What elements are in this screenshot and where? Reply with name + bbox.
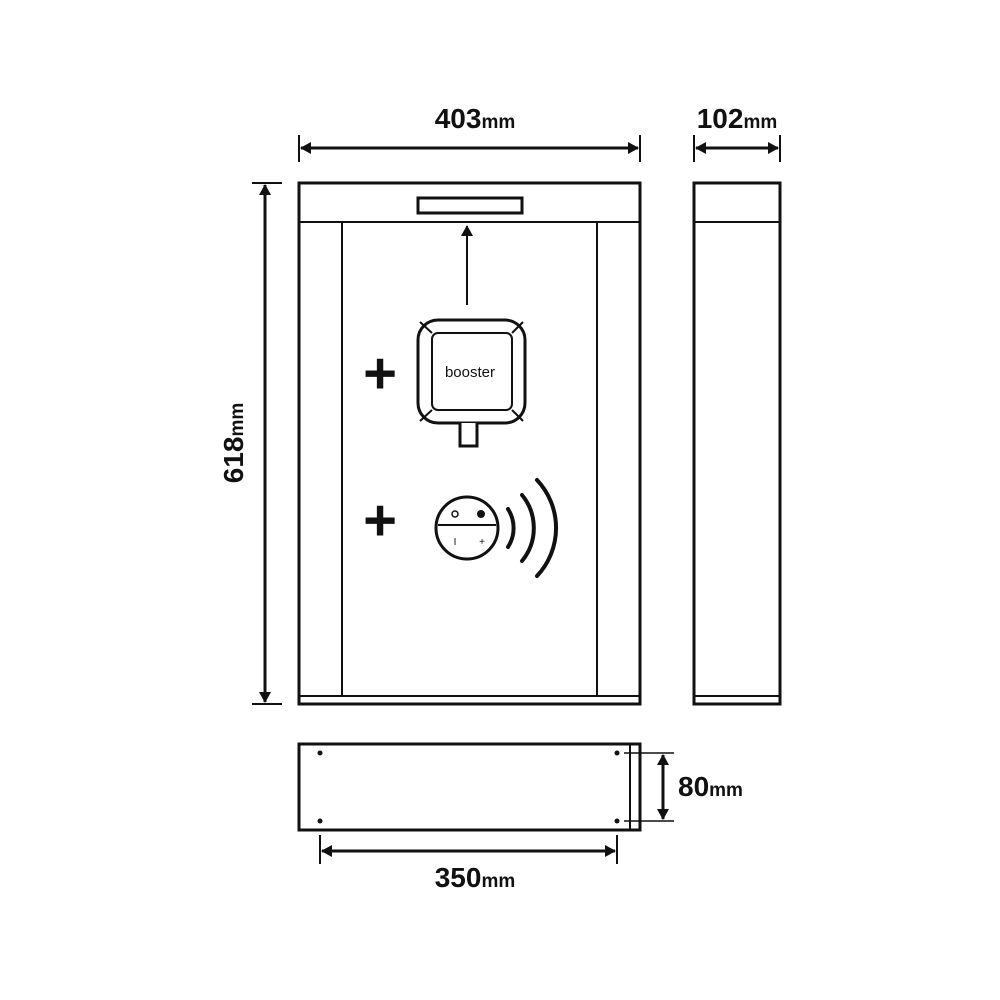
- sensor-module: I +: [434, 495, 500, 561]
- front-view: + + booster I +: [297, 181, 642, 706]
- base-width-label: 350mm: [435, 862, 516, 893]
- sensor-plus-label: +: [479, 537, 485, 548]
- screw-hole: [317, 818, 323, 824]
- side-view: [692, 181, 782, 706]
- screw-hole: [317, 750, 323, 756]
- width-label: 403mm: [435, 103, 516, 134]
- sensor-minus-label: I: [454, 537, 457, 548]
- base-view: [297, 742, 642, 832]
- sensor-led-off: [451, 510, 459, 518]
- plus-symbol-2: +: [363, 488, 397, 553]
- sensor-led-on: [477, 510, 485, 518]
- booster-module: booster: [416, 318, 527, 448]
- height-label: 618mm: [218, 403, 249, 484]
- booster-brand-label: booster: [445, 364, 495, 381]
- plus-symbol-1: +: [363, 341, 397, 406]
- width-dimension: 403mm: [298, 103, 641, 162]
- base-height-label: 80mm: [678, 771, 743, 802]
- slot: [416, 196, 524, 215]
- depth-label: 102mm: [697, 103, 778, 134]
- booster-connector: [458, 423, 479, 448]
- screw-hole: [614, 818, 620, 824]
- screw-hole: [614, 750, 620, 756]
- wireless-signal-icon: [506, 478, 559, 578]
- depth-dimension: 102mm: [693, 103, 781, 162]
- base-width-dimension: 350mm: [319, 835, 618, 893]
- base-height-dimension: 80mm: [624, 752, 743, 822]
- height-dimension: 618mm: [218, 182, 282, 705]
